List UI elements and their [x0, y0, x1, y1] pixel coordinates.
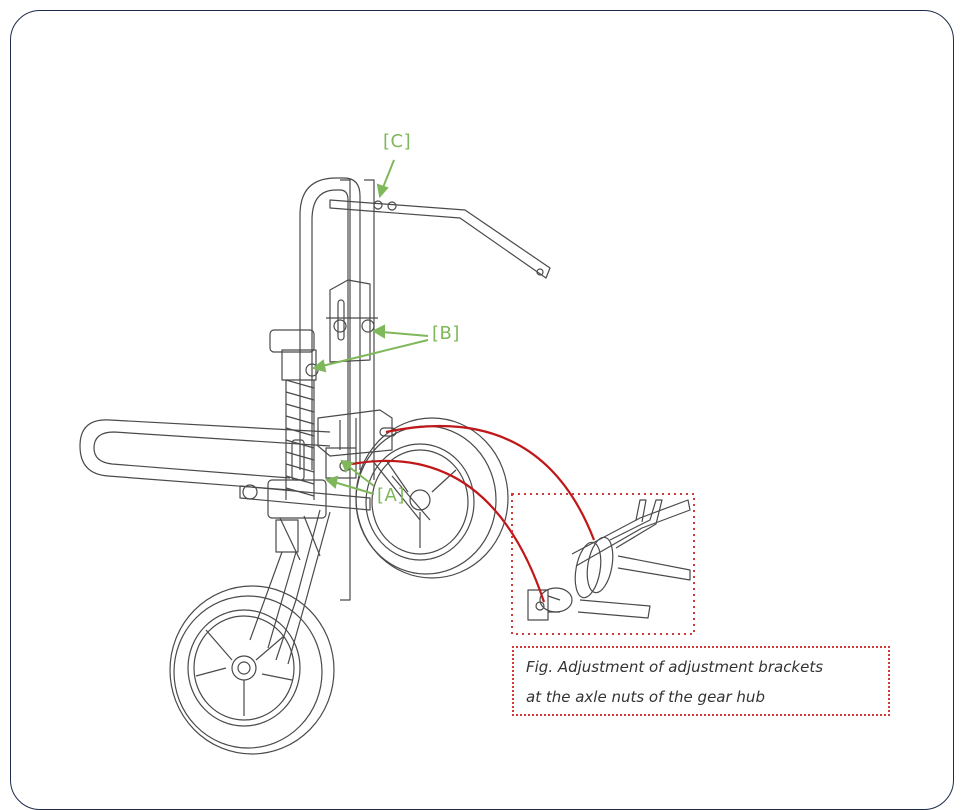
detail-view-frame — [511, 493, 695, 635]
figure-caption: Fig. Adjustment of adjustment brackets a… — [512, 646, 890, 716]
caption-line-1: Fig. Adjustment of adjustment brackets — [526, 658, 824, 676]
upper-arm — [329, 199, 551, 279]
upright-frame — [299, 177, 375, 601]
callout-arrow-a-upper — [347, 465, 375, 487]
suspension-spring — [269, 329, 319, 500]
callout-label-a: [A] — [377, 485, 405, 506]
rear-wheel — [355, 417, 509, 579]
callout-arrow-b-upper — [381, 331, 429, 337]
callout-label-b: [B] — [432, 323, 460, 344]
connector-line — [351, 459, 546, 603]
connector-line — [385, 424, 596, 541]
callout-arrow-b-lower — [321, 339, 429, 367]
front-caster-wheel — [169, 585, 335, 755]
callout-arrows — [311, 159, 429, 495]
handle-loop — [79, 419, 331, 491]
callout-arrow-c — [381, 159, 395, 191]
caption-line-2: at the axle nuts of the gear hub — [526, 688, 765, 706]
detail-connectors — [351, 424, 596, 603]
lower-bar — [239, 479, 371, 561]
gear-hub-detail — [527, 499, 691, 621]
callout-arrow-a-lower — [333, 481, 375, 495]
adjustment-plate — [326, 279, 378, 363]
callout-label-c: [C] — [383, 131, 412, 152]
